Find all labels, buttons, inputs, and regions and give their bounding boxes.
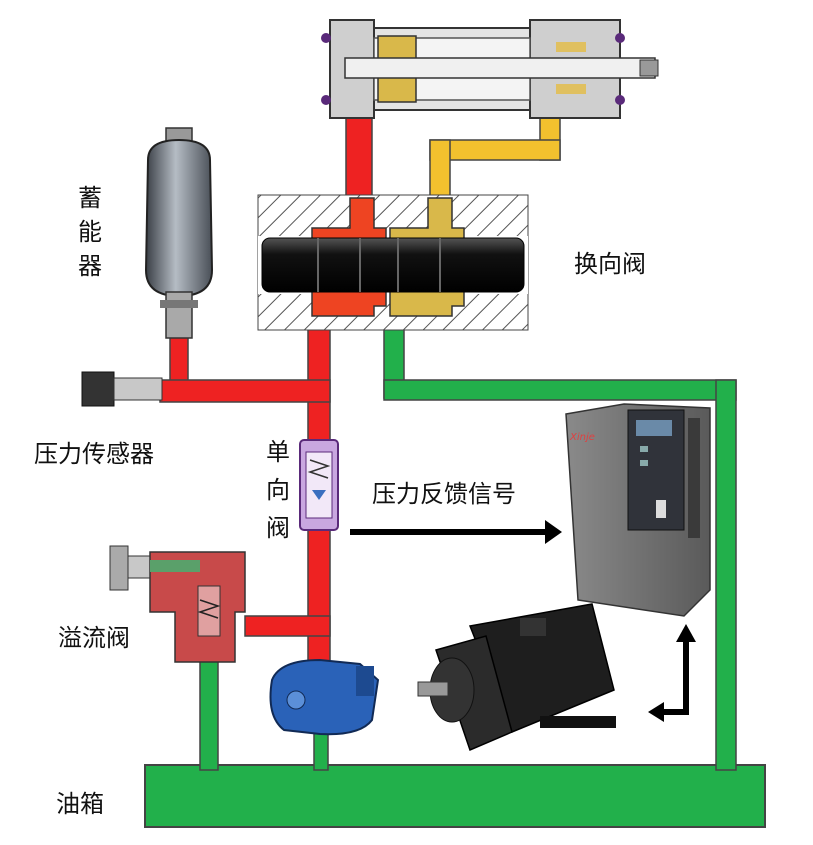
servo-motor [417,603,616,752]
cylinder-pressure-line [345,109,373,206]
hydraulic-pump [269,658,380,736]
accumulator-label-char-3: 器 [78,252,102,280]
sensor-line [159,379,331,403]
pressure-sensor [81,371,163,407]
hydraulic-cylinder [321,19,659,119]
relief-drain-line [199,659,219,771]
drive-motor-arrow [648,624,696,722]
accumulator-label: 蓄 能 器 [78,184,102,280]
check-valve-label-char-2: 向 [266,476,290,504]
check-valve-label: 单 向 阀 [266,438,290,542]
feedback-arrow [350,520,562,544]
pressure-feedback-label: 压力反馈信号 [372,480,516,508]
accumulator [144,127,214,339]
piston-rod [344,57,656,79]
directional-valve-label: 换向阀 [574,250,646,278]
check-valve [299,439,339,531]
oil-tank-body [144,764,766,828]
check-valve-label-char-3: 阀 [266,514,290,542]
relief-inlet-line [244,615,331,637]
return-line [429,109,561,231]
relief-valve-label: 溢流阀 [58,624,130,652]
tank-line-right-vertical [715,379,737,771]
accumulator-label-char-1: 蓄 [78,184,102,212]
accumulator-label-char-2: 能 [78,218,102,246]
drive-brand-logo: Xinje [569,432,595,443]
servo-drive [565,403,711,617]
tank-lines [144,327,766,828]
relief-valve [109,545,246,663]
valve-tank-line-horizontal [383,379,737,401]
oil-tank-label: 油箱 [56,790,104,818]
check-valve-label-char-1: 单 [266,438,290,466]
pump-suction-line [313,729,329,771]
directional-valve [257,194,529,331]
valve-spool [261,237,525,293]
pressure-lines [159,109,373,671]
pressure-sensor-label: 压力传感器 [34,440,154,468]
